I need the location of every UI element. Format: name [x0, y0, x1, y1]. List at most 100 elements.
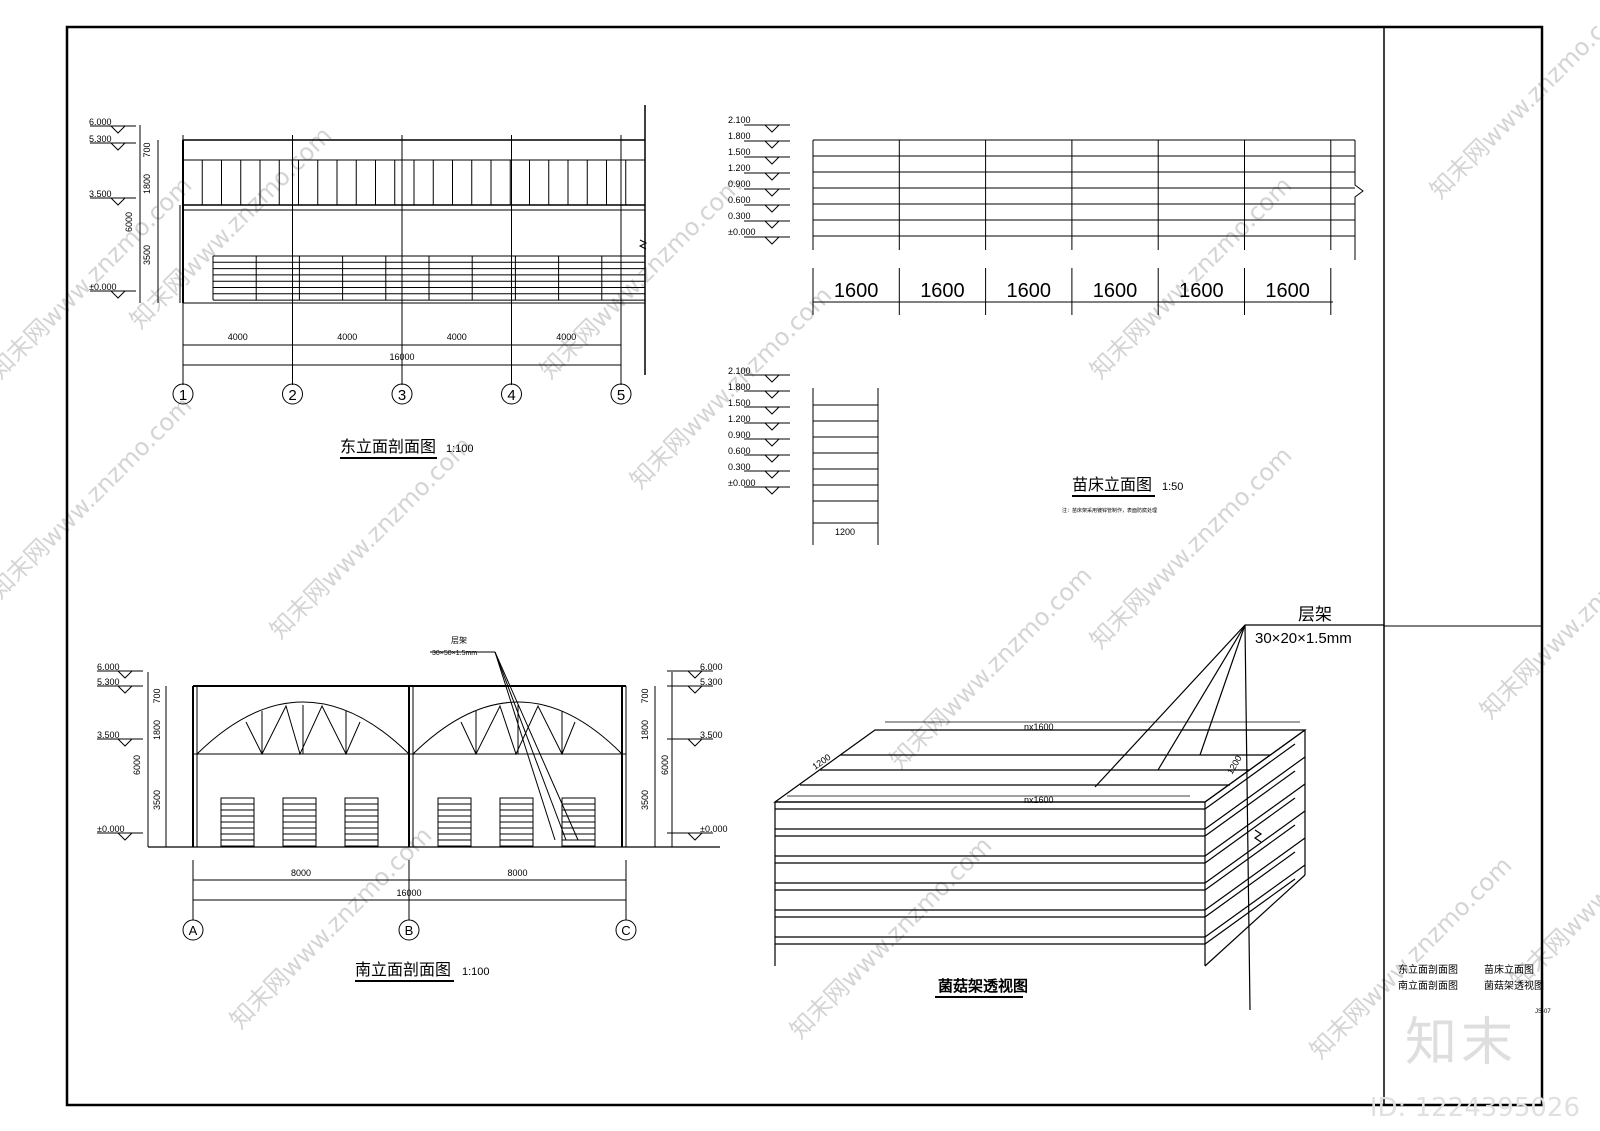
- seedbed-span-dim: 1600: [1265, 280, 1310, 302]
- east-span-dim: 4000: [556, 332, 576, 342]
- south-level-label: 5.300: [97, 677, 120, 687]
- seedbed-level-label: 1.800: [728, 131, 751, 141]
- seedbed-level-symbol: [763, 220, 781, 229]
- titleblock-item-1: 东立面剖面图: [1398, 963, 1458, 976]
- axis-label: 2: [288, 387, 296, 404]
- east-scale: 1:100: [446, 443, 474, 455]
- south-leader-spec: 30×50×1.5mm: [432, 650, 477, 657]
- east-span-dim: 4000: [447, 332, 467, 342]
- east-vertical-dim: 1800: [142, 174, 152, 194]
- seedbed-span-dim: 1600: [1179, 280, 1224, 302]
- seedbed-level-label: 0.300: [728, 462, 751, 472]
- south-vertical-dim: 6000: [660, 755, 670, 775]
- rack-leader-title: 层架: [1298, 605, 1332, 624]
- seedbed-level-symbol: [763, 486, 781, 495]
- seedbed-level-symbol: [763, 124, 781, 133]
- seedbed-span-dim: 1600: [1007, 280, 1052, 302]
- titleblock-item-3: 南立面剖面图: [1398, 979, 1458, 992]
- seedbed-scale: 1:50: [1162, 481, 1183, 493]
- watermark-text: 知末网www.znzmo.com: [1474, 511, 1600, 724]
- east-level-label: 6.000: [89, 117, 112, 127]
- axis-label: 1: [179, 387, 187, 404]
- south-vertical-dim: 1800: [640, 720, 650, 740]
- seedbed-level-symbol: [763, 236, 781, 245]
- south-vertical-dim: 700: [152, 688, 162, 703]
- seedbed-level-symbol: [763, 422, 781, 431]
- seedbed-level-label: 1.200: [728, 414, 751, 424]
- south-level-left-symbol: [116, 670, 134, 679]
- axis-bubble: [391, 383, 413, 405]
- seedbed-level-symbol: [763, 390, 781, 399]
- axis-bubble: [501, 383, 522, 405]
- axis-label: A: [189, 923, 198, 938]
- seedbed-level-label: 1.200: [728, 163, 751, 173]
- seedbed-level-symbol: [763, 156, 781, 165]
- seedbed-level-symbol: [763, 374, 781, 383]
- east-level-label: 3.500: [89, 189, 112, 199]
- south-leader-title: 层架: [451, 636, 467, 645]
- seedbed-level-symbol: [763, 140, 781, 149]
- south-level-right-symbol: [686, 685, 704, 694]
- seedbed-span-dim: 1600: [1093, 280, 1138, 302]
- east-elevation-section: [90, 105, 648, 385]
- axis-label: B: [405, 923, 414, 938]
- mushroom-rack-perspective: [773, 624, 1384, 1011]
- south-vertical-dim: 700: [640, 688, 650, 703]
- south-vertical-dim: 3500: [152, 790, 162, 810]
- seedbed-level-label: 0.900: [728, 179, 751, 189]
- south-vertical-dim: 1800: [152, 720, 162, 740]
- seedbed-level-label: 0.300: [728, 211, 751, 221]
- east-level-label: ±0.000: [89, 282, 116, 292]
- south-vertical-dim: 6000: [132, 755, 142, 775]
- south-level-left-symbol: [116, 832, 134, 841]
- south-level-label: ±0.000: [700, 824, 727, 834]
- east-vertical-dim: 3500: [142, 245, 152, 265]
- watermark-text: 知末网www.znzmo.com: [534, 171, 747, 384]
- rack-leader-spec: 30×20×1.5mm: [1255, 630, 1352, 647]
- rack-dim-front: nx1600: [1024, 795, 1054, 805]
- seedbed-level-label: ±0.000: [728, 478, 755, 488]
- south-level-label: 3.500: [700, 730, 723, 740]
- south-span-dim: 8000: [507, 868, 527, 878]
- south-span-dim: 8000: [291, 868, 311, 878]
- brand-watermark: 知末: [1405, 1013, 1518, 1073]
- seedbed-level-label: ±0.000: [728, 227, 755, 237]
- watermark-text: 知末网www.znzmo.com: [264, 431, 477, 644]
- seedbed-level-label: 0.600: [728, 195, 751, 205]
- east-level-symbol: [109, 125, 127, 134]
- south-level-right-symbol: [686, 832, 704, 841]
- south-scale: 1:100: [462, 966, 490, 978]
- south-elevation-section: [97, 651, 720, 920]
- rack-dim-top: nx1600: [1024, 722, 1054, 732]
- east-level-label: 5.300: [89, 134, 112, 144]
- seedbed-level-label: 1.500: [728, 147, 751, 157]
- watermark-text: 知末网www.znzmo.com: [1424, 0, 1600, 204]
- titleblock-item-4: 菌菇架透视图: [1484, 979, 1544, 992]
- axis-bubble: [182, 919, 204, 941]
- rack-dim-right: 1200: [1225, 754, 1244, 776]
- east-vertical-dim: 6000: [124, 212, 134, 232]
- watermark-text: 知末网www.znzmo.com: [1504, 781, 1600, 994]
- south-level-label: 5.300: [700, 677, 723, 687]
- seedbed-level-label: 1.800: [728, 382, 751, 392]
- east-title: 东立面剖面图: [340, 438, 436, 456]
- axis-bubble: [398, 919, 420, 941]
- east-span-dim: 4000: [228, 332, 248, 342]
- axis-label: 3: [398, 387, 406, 404]
- east-level-symbol: [109, 290, 127, 299]
- seedbed-title: 苗床立面图: [1072, 476, 1152, 494]
- south-level-label: 6.000: [700, 662, 723, 672]
- south-level-label: 3.500: [97, 730, 120, 740]
- seedbed-width-dim: 1200: [835, 527, 855, 537]
- axis-label: 4: [507, 387, 515, 404]
- south-title: 南立面剖面图: [355, 961, 451, 979]
- axis-bubble: [282, 383, 303, 405]
- seedbed-level-label: 1.500: [728, 398, 751, 408]
- sheet-frame: [65, 25, 1544, 1107]
- seedbed-level-label: 0.600: [728, 446, 751, 456]
- watermark-text: 知末网www.znzmo.com: [884, 561, 1097, 774]
- south-level-label: ±0.000: [97, 824, 124, 834]
- rack-title: 菌菇架透视图: [938, 977, 1028, 995]
- south-level-left-symbol: [116, 685, 134, 694]
